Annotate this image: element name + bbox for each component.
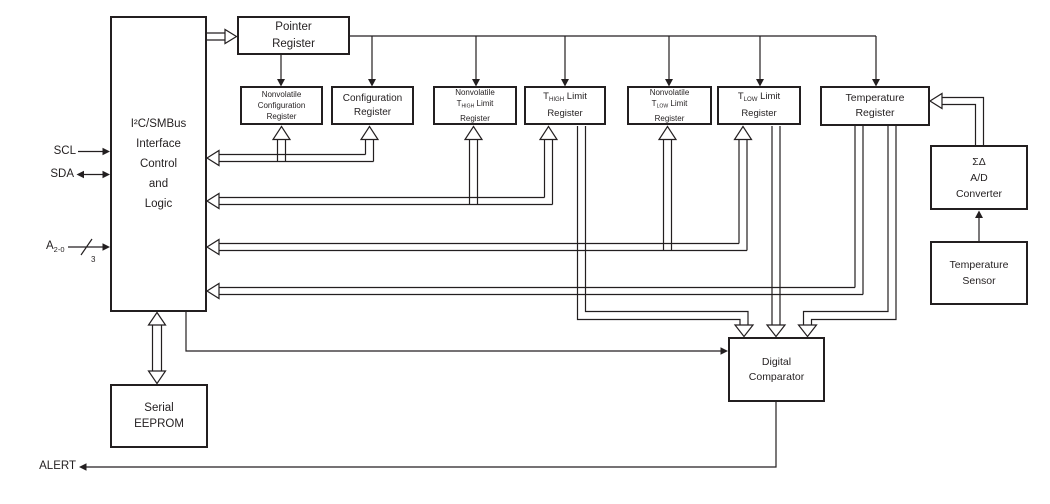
- block-label: TLOW Limit: [651, 99, 688, 110]
- arrowhead-into-config-register: [359, 125, 380, 141]
- address-pin-label: A2-0: [46, 240, 65, 254]
- pointer-register-distribution-wire: [280, 35, 877, 80]
- block-label: Pointer: [275, 20, 312, 33]
- configuration-register-block: Configuration Register: [331, 86, 414, 125]
- nonvolatile-thigh-limit-register-block: Nonvolatile THIGH Limit Register: [433, 86, 517, 125]
- arrowhead-sensor-to-adc: [975, 210, 983, 218]
- arrowhead-alert: [79, 463, 87, 471]
- temperature-sensor-block: Temperature Sensor: [930, 241, 1028, 305]
- configuration-bus: [216, 139, 375, 163]
- thigh-to-comparator-bus: [576, 126, 749, 326]
- block-label: Register: [266, 112, 297, 121]
- address-bus-width-label: 3: [91, 255, 96, 264]
- block-label: THIGH Limit: [456, 99, 494, 110]
- block-label: Register: [272, 37, 315, 50]
- block-label: Register: [460, 113, 490, 123]
- scl-pin-label: SCL: [53, 145, 76, 157]
- block-label: Register: [353, 106, 392, 118]
- block-label: ΣΔ: [972, 155, 986, 168]
- block-label: Comparator: [748, 370, 805, 383]
- arrowhead-tlow-into-comparator: [765, 324, 787, 338]
- temperature-to-comparator-bus: [802, 126, 897, 326]
- serial-eeprom-block: Serial EEPROM: [110, 384, 208, 448]
- block-label: Nonvolatile: [261, 90, 302, 99]
- block-label: Configuration: [257, 101, 306, 110]
- block-label: Sensor: [962, 275, 996, 287]
- pointer-register-block: Pointer Register: [237, 16, 350, 55]
- arrowhead-address-in: [102, 243, 110, 251]
- block-label: Register: [654, 113, 685, 123]
- comparator-to-alert-wire: [86, 402, 777, 468]
- arrowhead-into-nv-tlow-register: [657, 125, 678, 141]
- thigh-limit-register-block: THIGH Limit Register: [524, 86, 606, 125]
- tlow-limit-bus: [216, 139, 748, 252]
- block-label: Temperature: [845, 92, 905, 104]
- arrowhead-pointer-to-temperature: [872, 79, 880, 87]
- block-label: Temperature: [949, 259, 1009, 271]
- arrowhead-temperature-into-comparator: [797, 324, 818, 338]
- nonvolatile-tlow-limit-register-block: Nonvolatile TLOW Limit Register: [627, 86, 712, 125]
- block-label: Configuration: [342, 92, 403, 104]
- block-label: EEPROM: [134, 418, 184, 430]
- address-wire: [68, 238, 104, 256]
- arrowhead-into-tlow-register: [733, 125, 753, 141]
- arrowhead-tlow-bus-to-interface: [205, 238, 220, 256]
- adc-to-temperature-register-bus: [942, 96, 985, 145]
- arrowhead-pointer-to-nv-thigh: [472, 79, 480, 87]
- arrowhead-interface-to-pointer: [224, 28, 238, 45]
- arrowhead-pointer-to-nv-tlow: [665, 79, 673, 87]
- arrowhead-config-bus-to-interface: [205, 149, 220, 167]
- block-label: THIGH Limit: [543, 91, 587, 103]
- interface-eeprom-bus: [151, 324, 163, 372]
- block-label: I²C/SMBus: [130, 118, 187, 130]
- arrowhead-sda-in: [102, 170, 110, 179]
- thigh-limit-bus: [216, 139, 554, 206]
- temperature-read-bus: [216, 126, 864, 296]
- alert-pin-label: ALERT: [39, 460, 76, 472]
- arrowhead-into-thigh-register: [538, 125, 559, 141]
- arrowhead-thigh-into-comparator: [733, 324, 755, 338]
- block-label: Control: [139, 158, 178, 170]
- arrowhead-pointer-to-tlow: [756, 79, 764, 87]
- block-label: Register: [855, 107, 895, 119]
- block-label: and: [148, 178, 169, 190]
- arrowhead-pointer-to-nv-config: [277, 79, 285, 87]
- block-label: TLOW Limit: [737, 91, 781, 103]
- block-label: Nonvolatile: [649, 88, 690, 98]
- block-label: Converter: [955, 187, 1003, 200]
- arrowhead-interface-to-eeprom: [147, 370, 167, 385]
- i2c-smbus-interface-block: I²C/SMBus Interface Control and Logic: [110, 16, 207, 312]
- block-label: Register: [741, 107, 777, 119]
- arrowhead-pointer-to-config: [368, 79, 376, 87]
- tlow-limit-register-block: TLOW Limit Register: [717, 86, 801, 125]
- arrowhead-into-nv-config-register: [271, 125, 292, 141]
- block-label: Serial: [144, 402, 174, 414]
- sigma-delta-adc-block: ΣΔ A/D Converter: [930, 145, 1028, 210]
- block-label: Digital: [761, 355, 792, 368]
- arrowhead-scl-in: [102, 147, 110, 156]
- block-label: Nonvolatile: [455, 88, 495, 98]
- arrowhead-eeprom-to-interface: [147, 311, 167, 326]
- arrowhead-interface-to-comparator: [720, 347, 728, 355]
- temperature-register-block: Temperature Register: [820, 86, 930, 126]
- block-label: A/D: [970, 171, 988, 184]
- block-label: Logic: [144, 198, 173, 210]
- arrowhead-into-nv-thigh-register: [463, 125, 484, 141]
- interface-to-comparator-wire: [185, 312, 721, 352]
- arrowhead-pointer-to-thigh: [561, 79, 569, 87]
- interface-to-pointer-bus: [207, 32, 227, 41]
- block-label: Interface: [136, 138, 181, 150]
- arrowhead-temperature-bus-to-interface: [205, 282, 220, 300]
- tlow-to-comparator-bus: [771, 126, 781, 326]
- arrowhead-sda-out: [76, 170, 84, 179]
- sda-pin-label: SDA: [50, 168, 74, 180]
- arrowhead-adc-into-temperature-register: [928, 92, 943, 110]
- arrowhead-thigh-bus-to-interface: [205, 192, 220, 210]
- nonvolatile-configuration-register-block: Nonvolatile Configuration Register: [240, 86, 323, 125]
- block-label: Register: [547, 107, 583, 119]
- digital-comparator-block: Digital Comparator: [728, 337, 825, 402]
